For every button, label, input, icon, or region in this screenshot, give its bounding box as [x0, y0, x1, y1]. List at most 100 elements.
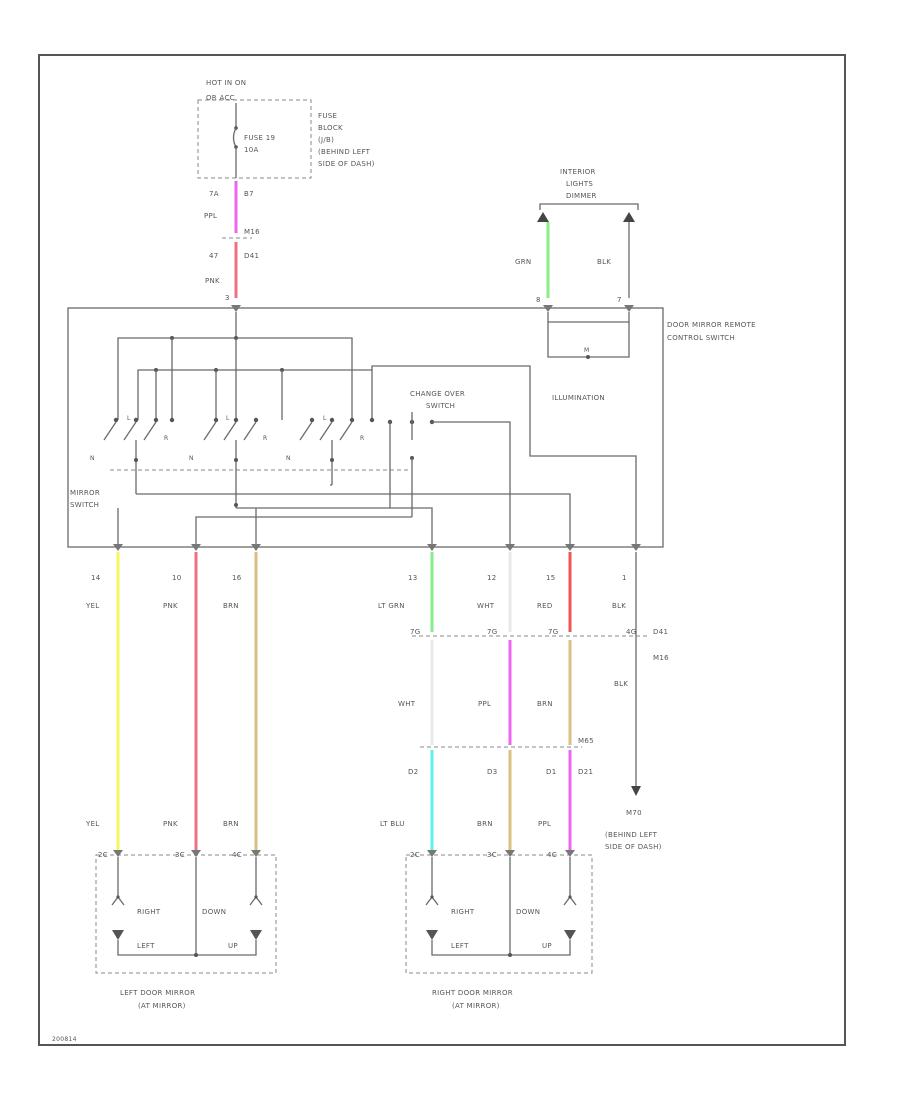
right-mirror-left: LEFT — [451, 942, 469, 950]
yel-label-bottom: YEL — [85, 820, 100, 828]
brn-label-low: BRN — [477, 820, 493, 828]
left-mirror-up: UP — [228, 942, 238, 950]
svg-text:L: L — [226, 415, 230, 422]
bottom-pin-7: 1 — [622, 574, 627, 582]
mid-conn-m16: M16 — [653, 654, 669, 662]
brn-label-bottom: BRN — [223, 820, 239, 828]
right-mirror-up: UP — [542, 942, 552, 950]
right-mirror-right: RIGHT — [451, 908, 475, 916]
mirror-switch-section-2: N L R — [189, 415, 267, 462]
mirror-switch-section-1: N L R — [90, 415, 175, 462]
grn-wire-label: GRN — [515, 258, 531, 266]
blk-label-top: BLK — [612, 602, 626, 610]
mid-pin-1: 7G — [410, 628, 420, 636]
interior-label-1: INTERIOR — [560, 168, 596, 176]
fuse-block-label-2: BLOCK — [318, 124, 343, 132]
svg-text:L: L — [127, 415, 131, 422]
yel-label-top: YEL — [85, 602, 100, 610]
pnk-label-bottom: PNK — [163, 820, 178, 828]
footer-code: 200814 — [52, 1036, 77, 1043]
left-mirror-box — [95, 854, 277, 974]
left-mirror-title-2: (AT MIRROR) — [138, 1002, 186, 1010]
pnk-wire-label: PNK — [205, 277, 220, 285]
left-mirror-left: LEFT — [137, 942, 155, 950]
ground-line-1: (BEHIND LEFT — [605, 831, 658, 839]
wht-label-top: WHT — [477, 602, 495, 610]
brn-label-top: BRN — [223, 602, 239, 610]
right-mirror-down: DOWN — [516, 908, 540, 916]
bottom-pin-1: 14 — [91, 574, 101, 582]
fuse-amp: 10A — [244, 146, 259, 154]
ground-line-2: SIDE OF DASH) — [605, 843, 662, 851]
svg-text:R: R — [164, 435, 168, 442]
right-mirror-pin-1: 2C — [410, 851, 420, 859]
interior-label-3: DIMMER — [566, 192, 597, 200]
fuse-block-label-4: (BEHIND LEFT — [318, 148, 371, 156]
blk-wire-label: BLK — [597, 258, 611, 266]
mid-pin-blk: 4G — [626, 628, 636, 636]
left-mirror-down: DOWN — [202, 908, 226, 916]
bottom-pin-2: 10 — [172, 574, 182, 582]
left-mirror-pin-2: 3C — [175, 851, 185, 859]
interior-label-2: LIGHTS — [566, 180, 593, 188]
ground-id: M70 — [626, 809, 642, 817]
wht-label-mid: WHT — [398, 700, 416, 708]
mid2-d21: D21 — [578, 768, 593, 776]
conn-mid-1: M16 — [244, 228, 260, 236]
bottom-pin-4: 13 — [408, 574, 418, 582]
left-mirror-pin-3: 4C — [232, 851, 242, 859]
svg-text:N: N — [90, 455, 95, 462]
illumination-label: ILLUMINATION — [552, 394, 605, 402]
svg-text:M: M — [584, 347, 589, 354]
left-mirror-pin-1: 2C — [98, 851, 108, 859]
blk-label-mid: BLK — [614, 680, 628, 688]
svg-text:L: L — [323, 415, 327, 422]
mirror-switch-label-2: SWITCH — [70, 501, 99, 509]
ppl-wire-label: PPL — [204, 212, 217, 220]
ppl-label-low: PPL — [538, 820, 551, 828]
mid-pin-3: 7G — [548, 628, 558, 636]
changeover-label-1: CHANGE OVER — [410, 390, 465, 398]
fuse-block-label-3: (J/B) — [318, 136, 334, 144]
svg-text:N: N — [189, 455, 194, 462]
interior-pin-r: 7 — [617, 296, 622, 304]
svg-text:R: R — [360, 435, 364, 442]
door-mirror-switch-box — [67, 307, 664, 548]
right-mirror-pin-3: 4C — [547, 851, 557, 859]
pnk-label-top: PNK — [163, 602, 178, 610]
mid2-pin-3: D1 — [546, 768, 556, 776]
hot-label-2: OR ACC — [206, 94, 235, 102]
left-mirror-right: RIGHT — [137, 908, 161, 916]
switch-title-1: DOOR MIRROR REMOTE — [667, 321, 756, 329]
hot-label-1: HOT IN ON — [206, 79, 246, 87]
mid2-pin-1: D2 — [408, 768, 418, 776]
brn-label-mid: BRN — [537, 700, 553, 708]
mirror-switch-label-1: MIRROR — [70, 489, 100, 497]
mid2-pin-2: D3 — [487, 768, 497, 776]
lt-grn-label: LT GRN — [378, 602, 405, 610]
bottom-pin-6: 15 — [546, 574, 556, 582]
fuse-block-box — [197, 99, 312, 179]
pin-switch: 3 — [225, 294, 230, 302]
lt-blu-label: LT BLU — [380, 820, 405, 828]
pin-top: 7A — [209, 190, 219, 198]
svg-text:R: R — [263, 435, 267, 442]
mid2-m65: M65 — [578, 737, 594, 745]
bottom-pin-5: 12 — [487, 574, 497, 582]
interior-pin-l: 8 — [536, 296, 541, 304]
ppl-label-mid: PPL — [478, 700, 491, 708]
red-label: RED — [537, 602, 553, 610]
mid-conn-d41: D41 — [653, 628, 668, 636]
diagram-frame — [38, 54, 846, 1046]
right-mirror-title-2: (AT MIRROR) — [452, 1002, 500, 1010]
conn-top: B7 — [244, 190, 254, 198]
left-mirror-title-1: LEFT DOOR MIRROR — [120, 989, 195, 997]
fuse-block-label-5: SIDE OF DASH) — [318, 160, 375, 168]
fuse-block-label-1: FUSE — [318, 112, 337, 120]
fuse-label: FUSE 19 — [244, 134, 275, 142]
mirror-switch-section-3: N L R — [286, 415, 375, 462]
mid-pin-2: 7G — [487, 628, 497, 636]
bottom-pin-3: 16 — [232, 574, 242, 582]
conn-mid-2: D41 — [244, 252, 259, 260]
